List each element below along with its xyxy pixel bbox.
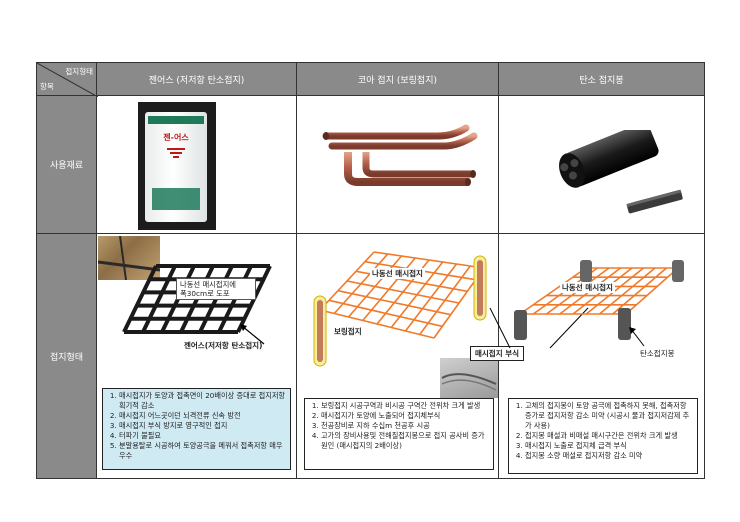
corner-top-label: 접지형태 [65, 67, 93, 76]
corner-cell: 접지형태 항목 [36, 62, 98, 97]
zenearth-notes-list: 매시접지가 토양과 접촉면이 20배이상 증대로 접지저항 획기적 감소매시접지… [107, 391, 286, 461]
bag-top-band [148, 116, 204, 124]
corrosion-label-box: 매시접지 부식 [470, 346, 525, 361]
rod-back-left [580, 260, 592, 282]
mesh-line [328, 299, 443, 328]
corroded-wire [441, 373, 497, 391]
carbon-rod-pointer [629, 327, 645, 347]
column-header-core-text: 코아 접지 (보링접지) [358, 75, 437, 86]
copper-boring-electrodes-image [322, 124, 478, 186]
column-header-zenearth-text: 젠어스 (저저항 탄소접지) [148, 75, 245, 86]
rod-back-right [672, 260, 684, 282]
row-header-material: 사용재료 [36, 95, 97, 234]
note-item: 보링접지 시공구역과 비시공 구역간 전위차 크게 발생 [321, 401, 489, 411]
mesh-line [373, 251, 485, 269]
core-boring-label: 보링접지 [332, 326, 364, 337]
column-header-zenearth: 젠어스 (저저항 탄소접지) [96, 62, 297, 96]
core-notes: 보링접지 시공구역과 비시공 구역간 전위차 크게 발생매시접지가 토양에 노출… [304, 398, 494, 470]
mesh-line [625, 267, 679, 315]
rod-front-right [618, 308, 631, 340]
note-item: 접지봉 소량 매설로 접지저항 감소 미약 [525, 451, 693, 461]
carbon-mesh-label: 나동선 매시접지 [560, 282, 615, 293]
note-item: 매시접지 부식 방지로 영구적인 접지 [119, 421, 286, 431]
zenearth-caption: 젠어스(저저항 탄소접지) [184, 341, 263, 350]
column-header-carbon-rod: 탄소 접지봉 [498, 62, 705, 96]
soil-trench-photo [97, 235, 161, 281]
row-header-type: 접지형태 [36, 233, 97, 479]
note-item: 천공장비로 지하 수십m 천공후 시공 [321, 421, 489, 431]
column-header-core: 코아 접지 (보링접지) [296, 62, 499, 96]
carbon-notes-list: 고체의 접지봉이 토양 공극에 접촉하지 못해, 접촉저항증가로 접지저항 감소… [513, 401, 693, 461]
zenearth-bag-image: 젠-어스 [138, 102, 216, 230]
core-mesh-label: 나동선 매시접지 [370, 268, 425, 279]
row-header-material-text: 사용재료 [49, 161, 84, 171]
rod-front-left [514, 310, 527, 340]
row-header-type-text: 접지형태 [49, 352, 84, 363]
note-item: 접지봉 매설과 비매설 매시구간은 전위차 크게 발생 [525, 431, 693, 441]
mesh-line [519, 267, 587, 315]
note-item: 분말용탈로 시공하여 토양공극을 메꿔서 접촉저항 매우 우수 [119, 441, 286, 461]
trench-line [97, 235, 161, 281]
core-mesh-diagram [313, 251, 487, 367]
mesh-line [319, 309, 435, 339]
mesh-line [122, 265, 158, 333]
mesh-line [141, 265, 177, 333]
bag-logo-icon [167, 148, 185, 158]
zenearth-notes: 매시접지가 토양과 접촉면이 20배이상 증대로 접지저항 획기적 감소매시접지… [102, 388, 291, 470]
mesh-line [612, 267, 668, 315]
mesh-line [346, 280, 460, 304]
note-item: 매시접지 어느곳이던 뇌격전류 신속 방전 [119, 411, 286, 421]
note-item: 매시접지가 토양에 노출되어 접지체부식 [321, 411, 489, 421]
carbon-mesh-diagram [514, 260, 684, 340]
carbon-rod-label: 탄소접지봉 [640, 349, 675, 358]
note-item: 매시접지 노출로 접지체 급격 부식 [525, 441, 693, 451]
corner-bottom-label: 항목 [40, 82, 54, 91]
note-item: 고가의 장비사용및 전해질접지봉으로 접지 공사비 증가 원인 (매시접지의 2… [321, 431, 489, 451]
note-item: 고체의 접지봉이 토양 공극에 접촉하지 못해, 접촉저항증가로 접지저항 감소… [525, 401, 693, 431]
corrosion-photo [440, 358, 498, 398]
note-item: 터파기 불필요 [119, 431, 286, 441]
corner-diagonal [37, 63, 98, 97]
bag-title: 젠-어스 [163, 133, 189, 142]
mesh-line [337, 289, 451, 316]
column-header-carbon-rod-text: 탄소 접지봉 [579, 75, 624, 86]
carbon-rod-image [559, 130, 683, 214]
bag-label-panel [152, 188, 200, 210]
zenearth-callout: 나동선 매시접지에 폭30cm로 도포 [176, 278, 256, 300]
carbon-notes: 고체의 접지봉이 토양 공극에 접촉하지 못해, 접촉저항증가로 접지저항 감소… [508, 398, 698, 474]
mesh-line [598, 267, 656, 315]
note-item: 매시접지가 토양과 접촉면이 20배이상 증대로 접지저항 획기적 감소 [119, 391, 286, 411]
zenearth-caption-arrow [240, 324, 265, 345]
core-notes-list: 보링접지 시공구역과 비시공 구역간 전위차 크게 발생매시접지가 토양에 노출… [309, 401, 489, 451]
